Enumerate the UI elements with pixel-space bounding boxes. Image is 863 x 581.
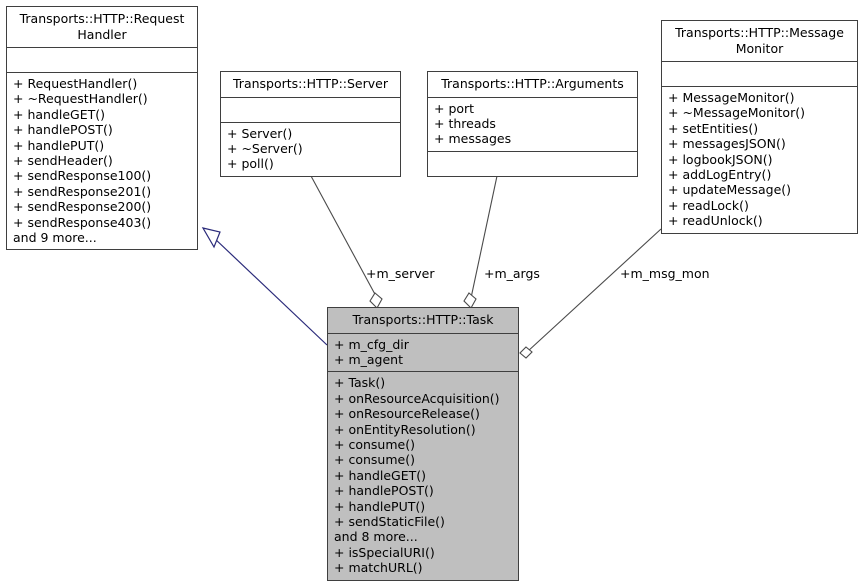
class-node-request-handler[interactable]: Transports::HTTP::Request Handler + Requ… xyxy=(6,6,198,251)
class-node-arguments[interactable]: Transports::HTTP::Arguments + port + thr… xyxy=(427,71,638,177)
member-row: + RequestHandler() xyxy=(13,76,138,91)
class-operations-arguments xyxy=(428,152,637,176)
edge-association-m-server xyxy=(310,175,383,309)
member-row: + consume() xyxy=(334,452,415,468)
member-row: + Server() xyxy=(227,125,293,141)
member-row: + addLogEntry() xyxy=(668,167,772,183)
member-row: + sendResponse403() xyxy=(13,214,152,230)
member-row: + MessageMonitor() xyxy=(668,90,795,105)
member-row: + sendHeader() xyxy=(13,153,113,169)
class-title-task: Transports::HTTP::Task xyxy=(328,308,518,334)
member-row: + sendResponse201() xyxy=(13,183,152,199)
member-row: + ~Server() xyxy=(227,140,303,156)
class-attributes-request-handler xyxy=(7,48,197,73)
class-attributes-arguments: + port + threads + messages xyxy=(428,98,637,152)
class-operations-message-monitor: + MessageMonitor() + ~MessageMonitor() +… xyxy=(662,87,857,233)
edge-association-m-msg-mon xyxy=(519,228,662,359)
member-row: + readUnlock() xyxy=(668,213,763,229)
member-row: + poll() xyxy=(227,156,274,172)
edge-association-m-args xyxy=(463,175,498,309)
edge-inheritance-task-to-requesthandler xyxy=(201,227,328,346)
member-row: + readLock() xyxy=(668,197,749,213)
class-title-server: Transports::HTTP::Server xyxy=(221,72,400,98)
member-row: + m_cfg_dir xyxy=(334,336,409,352)
class-attributes-message-monitor xyxy=(662,62,857,87)
member-row: + sendResponse100() xyxy=(13,168,152,184)
edge-label-m-server: +m_server xyxy=(366,266,435,281)
class-node-message-monitor[interactable]: Transports::HTTP::Message Monitor + Mess… xyxy=(661,20,858,234)
member-row: + handlePUT() xyxy=(334,498,426,514)
edge-label-m-args: +m_args xyxy=(484,266,540,281)
member-row: + isSpecialURI() xyxy=(334,544,435,560)
member-row: + handlePUT() xyxy=(13,137,105,153)
edge-label-m-msg-mon: +m_msg_mon xyxy=(620,266,710,281)
class-operations-task: + Task() + onResourceAcquisition() + onR… xyxy=(328,372,518,579)
member-row: + handlePOST() xyxy=(334,483,434,499)
member-row: + messagesJSON() xyxy=(668,136,786,152)
member-row: + handleGET() xyxy=(334,467,427,483)
member-row: + threads xyxy=(434,115,496,131)
class-attributes-task: + m_cfg_dir + m_agent xyxy=(328,334,518,373)
member-row: + onResourceRelease() xyxy=(334,406,480,422)
member-row: + Task() xyxy=(334,375,386,391)
class-node-server[interactable]: Transports::HTTP::Server + Server() + ~S… xyxy=(220,71,401,177)
class-attributes-server xyxy=(221,98,400,123)
class-title-request-handler: Transports::HTTP::Request Handler xyxy=(7,7,197,48)
member-row: + updateMessage() xyxy=(668,182,792,198)
member-row: + onEntityResolution() xyxy=(334,421,476,437)
class-operations-server: + Server() + ~Server() + poll() xyxy=(221,123,400,176)
member-row: and 8 more... xyxy=(334,529,418,545)
class-node-task[interactable]: Transports::HTTP::Task + m_cfg_dir + m_a… xyxy=(327,307,519,581)
member-row: + matchURL() xyxy=(334,560,423,576)
member-row: + ~MessageMonitor() xyxy=(668,105,805,121)
member-row: and 9 more... xyxy=(13,230,97,246)
member-row: + messages xyxy=(434,131,512,147)
member-row: + ~RequestHandler() xyxy=(13,91,148,107)
member-row: + logbookJSON() xyxy=(668,151,773,167)
member-row: + m_agent xyxy=(334,351,403,367)
member-row: + onResourceAcquisition() xyxy=(334,390,500,406)
class-operations-request-handler: + RequestHandler() + ~RequestHandler() +… xyxy=(7,73,197,249)
member-row: + port xyxy=(434,100,475,116)
class-title-arguments: Transports::HTTP::Arguments xyxy=(428,72,637,98)
member-row: + sendStaticFile() xyxy=(334,513,445,529)
member-row: + handleGET() xyxy=(13,106,106,122)
member-row: + handlePOST() xyxy=(13,122,113,138)
member-row: + setEntities() xyxy=(668,120,759,136)
class-title-message-monitor: Transports::HTTP::Message Monitor xyxy=(662,21,857,62)
member-row: + consume() xyxy=(334,436,415,452)
member-row: + sendResponse200() xyxy=(13,199,152,215)
